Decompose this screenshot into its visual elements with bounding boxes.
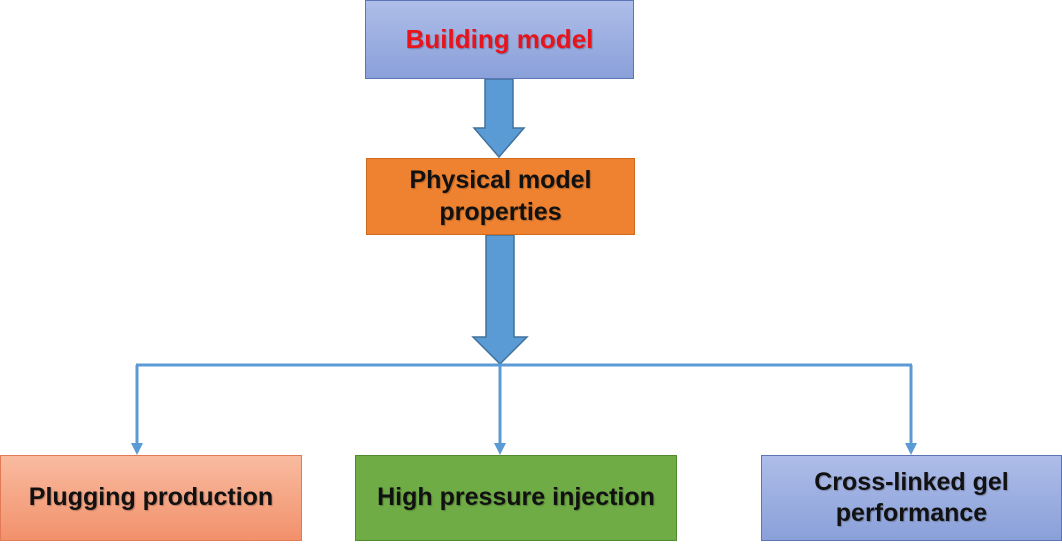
- node-cross-linked-gel-performance: Cross-linked gel performance: [761, 455, 1062, 541]
- node-plugging-production: Plugging production: [0, 455, 302, 541]
- block-arrow-top: [472, 78, 526, 159]
- arrowhead-center: [494, 443, 506, 455]
- node-cross-linked-gel-performance-label: Cross-linked gel performance: [814, 467, 1009, 527]
- node-building-model-label: Building model: [405, 24, 594, 55]
- node-physical-model-properties: Physical model properties: [366, 158, 635, 235]
- node-high-pressure-injection: High pressure injection: [355, 455, 677, 541]
- node-high-pressure-injection-label: High pressure injection: [377, 483, 655, 512]
- arrowhead-right: [905, 443, 917, 455]
- node-building-model: Building model: [365, 0, 634, 79]
- node-physical-model-properties-label: Physical model properties: [409, 166, 592, 226]
- arrowhead-left: [131, 443, 143, 455]
- block-arrow-middle: [471, 234, 529, 366]
- node-plugging-production-label: Plugging production: [28, 483, 274, 512]
